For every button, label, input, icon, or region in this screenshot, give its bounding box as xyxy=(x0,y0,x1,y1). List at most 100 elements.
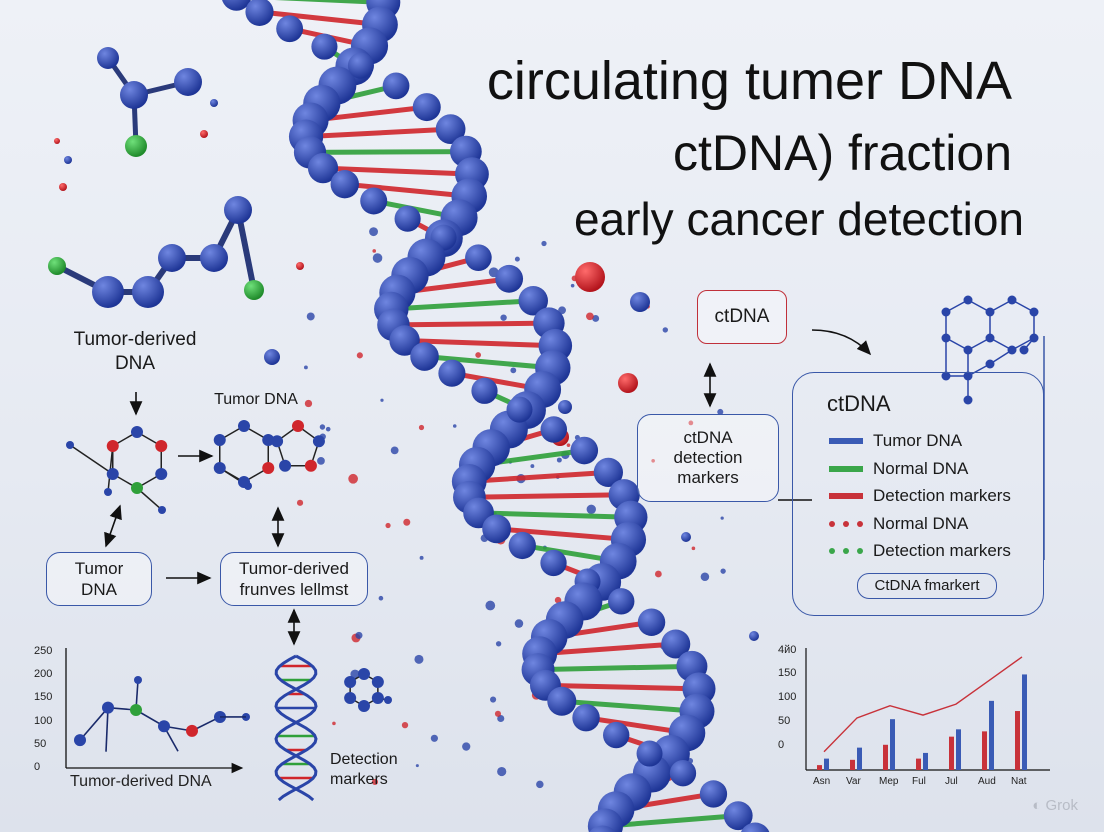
bar-blue xyxy=(1022,674,1027,770)
particle xyxy=(452,424,457,428)
particle xyxy=(592,315,600,322)
legend-label: Normal DNA xyxy=(873,458,969,478)
particle xyxy=(720,568,726,574)
legend-title: ctDNA xyxy=(827,391,891,416)
particle xyxy=(536,780,544,789)
particle xyxy=(355,631,363,639)
floating-atom xyxy=(59,183,67,191)
bar-red xyxy=(1015,711,1020,770)
floating-atom xyxy=(296,262,304,270)
particle xyxy=(380,398,384,402)
title-line-2: ctDNA) fraction xyxy=(673,125,1012,181)
particle xyxy=(317,456,325,465)
backbone-atom xyxy=(276,15,304,43)
floating-atom xyxy=(200,130,208,138)
backbone-atom xyxy=(438,359,466,387)
base-pair xyxy=(469,469,609,484)
x-tick-label: Jul xyxy=(945,776,958,787)
particle xyxy=(554,596,562,604)
atom xyxy=(200,244,228,272)
backbone-atom xyxy=(435,114,466,144)
legend-swatch-dots xyxy=(829,548,863,554)
particle xyxy=(570,283,575,288)
particle xyxy=(430,734,438,742)
data-point xyxy=(102,701,114,714)
base-pair xyxy=(391,298,534,312)
bar-red xyxy=(982,731,987,770)
backbone-atom xyxy=(482,514,512,544)
y-tick-label: 100 xyxy=(34,714,53,727)
backbone-atom xyxy=(410,342,439,371)
legend-swatch-bar xyxy=(829,438,863,444)
x-tick-label: Asn xyxy=(813,776,831,787)
particle xyxy=(566,443,571,447)
trend-line xyxy=(823,656,1023,753)
base-pair xyxy=(496,526,629,543)
base-pair xyxy=(404,338,556,349)
particle xyxy=(497,766,507,777)
y-tick-label: 50 xyxy=(34,737,47,750)
particle xyxy=(372,253,383,263)
floating-atom xyxy=(630,292,650,312)
atom xyxy=(158,244,186,272)
particle xyxy=(688,420,694,426)
atom xyxy=(97,47,119,69)
floating-atom xyxy=(749,631,759,641)
y-tick-label: 4й0 xyxy=(778,644,797,656)
particle xyxy=(371,778,379,786)
backbone-atom xyxy=(669,760,697,787)
mini-strand xyxy=(274,654,318,802)
bar-blue xyxy=(956,729,961,770)
particle xyxy=(419,555,424,560)
base-pair xyxy=(545,682,700,692)
bar-blue xyxy=(824,758,829,770)
ctdna-marker-pill: CtDNA fmarkert xyxy=(857,573,997,599)
data-line-segment xyxy=(79,707,109,741)
particle xyxy=(475,352,482,358)
bar-red xyxy=(817,765,822,770)
particle xyxy=(500,314,507,321)
branch xyxy=(105,707,109,752)
legend-label: Normal DNA xyxy=(873,513,969,533)
data-point xyxy=(186,724,198,737)
backbone-atom xyxy=(508,531,536,560)
legend-item: Normal DNA xyxy=(829,514,968,534)
particle xyxy=(356,352,363,359)
legend-label: Tumor DNA xyxy=(873,431,963,450)
bar-blue xyxy=(857,747,862,770)
floating-atom xyxy=(264,349,280,365)
bar-red xyxy=(949,736,954,770)
ctdna-detection-markers-box: ctDNA detection markers xyxy=(637,414,779,502)
atom xyxy=(244,280,264,300)
x-tick-label: Aud xyxy=(978,776,996,787)
backbone-atom xyxy=(570,436,599,465)
bar-red xyxy=(883,744,888,770)
particle xyxy=(510,367,517,374)
left-line-chart xyxy=(65,648,250,774)
backbone-atom xyxy=(471,377,498,404)
honeycomb-molecule xyxy=(941,295,1039,405)
legend-swatch-dots xyxy=(829,520,863,527)
molecule-structures xyxy=(48,47,1039,712)
watermark: ◐ Grok xyxy=(1032,797,1078,814)
ring-molecule-small xyxy=(344,668,392,712)
backbone-atom xyxy=(637,608,666,636)
ring-molecule-left xyxy=(66,426,168,514)
x-tick-label: Nat xyxy=(1011,776,1027,787)
base-pair xyxy=(424,354,554,371)
legend-item: Normal DNA xyxy=(829,459,968,479)
backbone-atom xyxy=(347,52,374,79)
particle xyxy=(401,721,409,729)
ctdna-box: ctDNA xyxy=(697,290,787,344)
x-tick-label: Var xyxy=(846,776,861,787)
legend-item: Tumor DNA xyxy=(829,431,962,451)
legend-label: Detection markers xyxy=(873,486,1011,505)
particle xyxy=(514,256,520,262)
backbone-atom xyxy=(495,264,524,293)
detection-markers-label: Detection markers xyxy=(330,751,398,788)
particle xyxy=(586,504,596,515)
base-pair xyxy=(605,813,739,829)
data-point xyxy=(158,720,170,733)
data-point xyxy=(74,734,86,747)
